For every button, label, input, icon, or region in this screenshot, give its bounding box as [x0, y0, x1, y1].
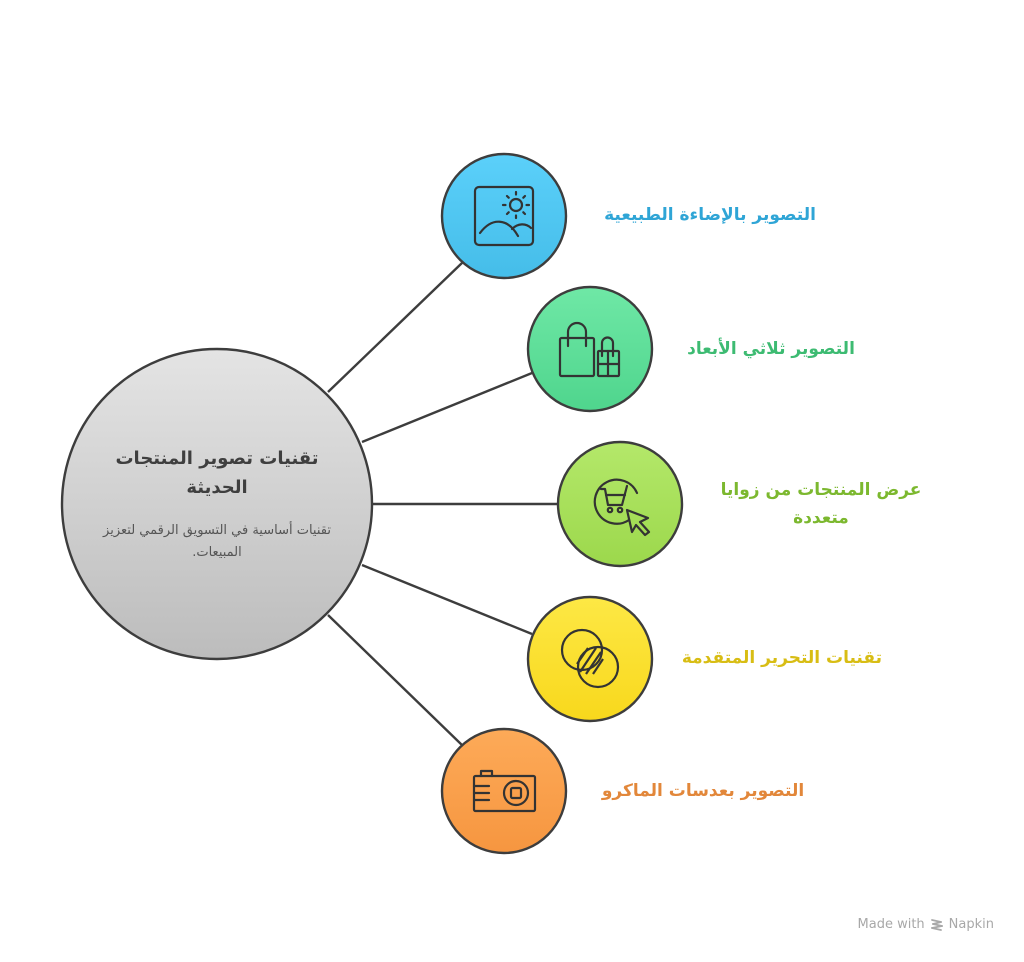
central-topic-description: تقنيات أساسية في التسويق الرقمي لتعزيز ا…: [103, 523, 331, 560]
central-topic-circle: [60, 347, 374, 661]
napkin-logo-icon: [930, 918, 943, 931]
shopping-bags-icon: [558, 321, 621, 378]
connector-editing: [361, 563, 533, 636]
made-with-text: Made with: [857, 917, 925, 932]
label-natural-light: التصوير بالإضاءة الطبيعية: [604, 205, 816, 225]
connector-3d: [361, 371, 533, 444]
node-editing: [526, 595, 654, 723]
napkin-brand-text: Napkin: [948, 917, 994, 932]
connector-macro: [327, 614, 464, 747]
node-natural-light: [440, 152, 568, 280]
image-sun-icon: [473, 185, 535, 247]
overlap-circles-icon: [560, 628, 620, 689]
label-macro: التصوير بعدسات الماكرو: [601, 781, 805, 801]
connectors: [327, 261, 560, 747]
central-topic-title: تقنيات تصوير المنتجات الحديثة: [115, 448, 319, 498]
cart-cursor-icon: [593, 478, 651, 537]
label-multi-angle-line2: متعددة: [793, 508, 849, 528]
camera-icon: [472, 769, 537, 813]
node-multi-angle: [556, 440, 684, 568]
label-multi-angle-line1: عرض المنتجات من زوايا: [720, 480, 922, 500]
label-3d: التصوير ثلاثي الأبعاد: [687, 339, 855, 359]
connector-natural-light: [327, 261, 464, 393]
node-3d: [526, 285, 654, 413]
label-editing: تقنيات التحرير المتقدمة: [681, 648, 882, 668]
node-macro: [440, 727, 568, 855]
made-with-napkin-footer: Made with Napkin: [858, 917, 994, 932]
